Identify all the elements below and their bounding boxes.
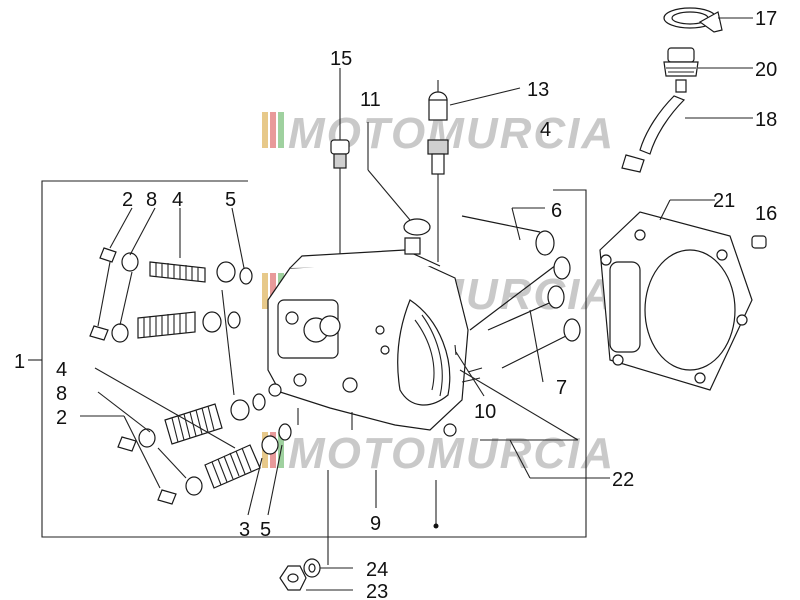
label-part-3: 3 [239, 519, 250, 541]
label-part-18: 18 [755, 109, 777, 131]
label-part-22: 22 [612, 469, 634, 491]
cylinder-head [267, 237, 469, 437]
label-part-5: 5 [225, 189, 236, 211]
watermark-text: MOTOMURCIA [288, 429, 615, 478]
label-part-5: 5 [260, 519, 271, 541]
valve-caps [89, 247, 292, 505]
label-part-4: 4 [56, 359, 67, 381]
sensor-13 [427, 80, 449, 262]
label-part-6: 6 [551, 200, 562, 222]
watermark-flag-green [278, 112, 284, 148]
dowel-16 [751, 235, 767, 249]
label-part-8: 8 [146, 189, 157, 211]
watermark-flag-red [270, 273, 276, 309]
label-part-2: 2 [56, 407, 67, 429]
label-part-11: 11 [360, 89, 381, 111]
head-gasket-21 [599, 199, 753, 391]
label-part-2: 2 [122, 189, 133, 211]
label-part-4: 4 [172, 189, 183, 211]
spark-plug-15 [330, 68, 350, 254]
label-part-20: 20 [755, 59, 777, 81]
watermark-flag-yellow [262, 112, 268, 148]
watermark-flag-red [270, 112, 276, 148]
label-part-13: 13 [527, 79, 549, 101]
leader-lines [80, 87, 610, 529]
circlip-11 [367, 122, 431, 236]
label-part-10: 10 [474, 401, 496, 423]
watermark-bottom: MOTOMURCIA [262, 429, 615, 478]
breather-parts [621, 7, 753, 173]
nut-washer [279, 470, 353, 591]
label-part-24: 24 [366, 559, 388, 581]
label-part-17: 17 [755, 8, 777, 30]
label-part-4: 4 [540, 119, 551, 141]
label-part-21: 21 [713, 190, 735, 212]
label-part-16: 16 [755, 203, 777, 225]
assembly-bracket [41, 180, 587, 538]
label-part-7: 7 [556, 377, 567, 399]
studs [297, 367, 483, 430]
watermark-flag-yellow [262, 273, 268, 309]
label-part-9: 9 [370, 513, 381, 535]
label-part-1: 1 [14, 351, 25, 373]
label-part-23: 23 [366, 581, 388, 600]
label-part-8: 8 [56, 383, 67, 405]
valve-spring-upper [137, 261, 206, 339]
label-part-15: 15 [330, 48, 352, 70]
part-labels: 1 2 8 4 5 4 8 2 3 5 9 15 11 13 4 6 7 10 … [14, 8, 777, 600]
